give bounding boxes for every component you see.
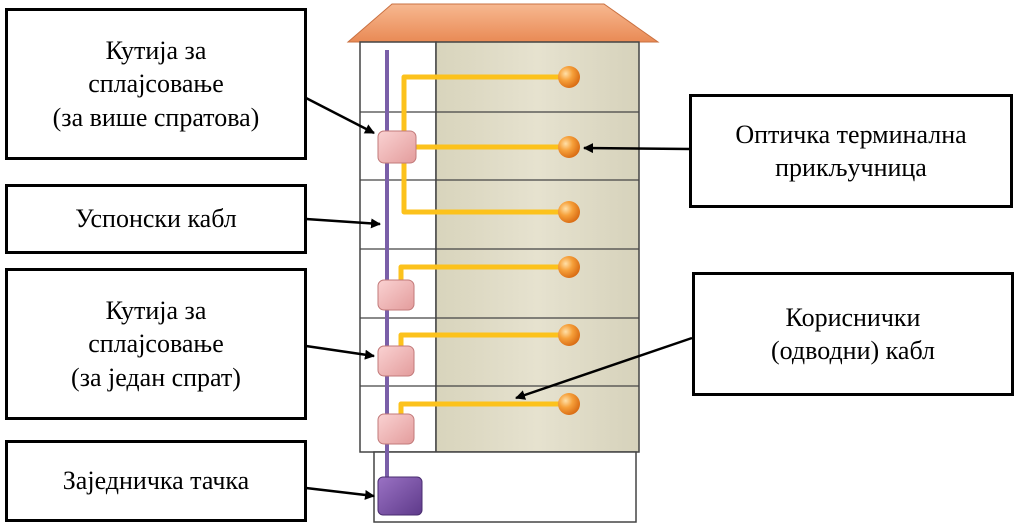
- label-line: Заједничка тачка: [62, 466, 250, 496]
- label-line: Кутија за: [105, 296, 207, 326]
- arrow-splice-multi: [305, 96, 375, 135]
- label-line: прикључница: [775, 153, 927, 182]
- splice-box-multi-floor: [377, 130, 417, 164]
- terminal-outlet-2: [558, 136, 580, 158]
- splice-box-single-floor-1: [377, 279, 415, 311]
- label-line: Оптичка терминална: [735, 119, 967, 149]
- arrow-terminal: [583, 143, 691, 154]
- label-line: сплајсовање: [88, 329, 224, 359]
- arrow-drop: [515, 336, 693, 400]
- label-terminal-outlet: Оптичка терминална прикључница: [689, 94, 1013, 208]
- label-line: Успонски кабл: [75, 204, 237, 234]
- label-line: (одводни) кабл: [770, 336, 936, 365]
- label-splice-box-single-floor: Кутија за сплајсовање (за један спрат): [5, 268, 307, 420]
- callout-arrows: [305, 96, 693, 500]
- label-common-point: Заједничка тачка: [5, 440, 307, 522]
- arrow-common-point: [305, 486, 375, 500]
- label-splice-box-multi-floor: Кутија за сплајсовање (за више спратова): [5, 8, 307, 160]
- splice-box-single-floor-3: [377, 413, 415, 445]
- label-line: Кутија за: [105, 36, 207, 66]
- building-roof: [346, 3, 660, 43]
- label-riser-cable: Успонски кабл: [5, 184, 307, 254]
- label-line: Кориснички: [785, 302, 921, 332]
- arrow-splice-single: [305, 344, 375, 360]
- terminal-outlet-5: [558, 324, 580, 346]
- building-left-column: [359, 41, 437, 453]
- label-line: (за један спрат): [71, 362, 241, 392]
- terminal-outlet-6: [558, 393, 580, 415]
- terminal-outlets: [558, 66, 580, 415]
- label-drop-cable: Кориснички (одводни) кабл: [692, 272, 1014, 396]
- terminal-outlet-4: [558, 256, 580, 278]
- splice-box-single-floor-2: [377, 345, 415, 377]
- label-line: (за више спратова): [52, 102, 260, 132]
- terminal-outlet-1: [558, 66, 580, 88]
- arrow-riser: [305, 217, 381, 229]
- common-point-box: [377, 476, 423, 516]
- label-line: сплајсовање: [88, 69, 224, 99]
- terminal-outlet-3: [558, 201, 580, 223]
